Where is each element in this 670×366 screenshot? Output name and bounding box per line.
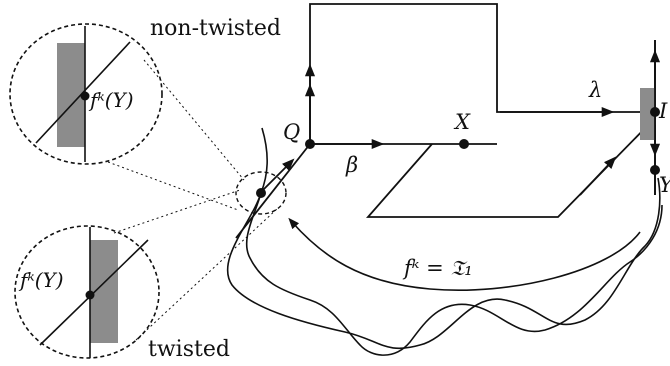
point-crossing: [256, 188, 266, 198]
label-beta: β: [345, 153, 358, 177]
zoom-circle-non-twisted: [9, 23, 163, 165]
label-twisted: twisted: [148, 337, 230, 362]
intersection-point-bottom: [85, 290, 95, 300]
label-non-twisted: non-twisted: [150, 16, 281, 41]
point-x: [459, 139, 469, 149]
point-y: [650, 165, 660, 175]
label-f-of-y-top: fᵏ(Y): [88, 88, 134, 112]
points: [256, 107, 660, 198]
label-q: Q: [283, 120, 300, 144]
label-map: fᵏ = 𝔗₁: [402, 256, 473, 280]
point-i: [650, 107, 660, 117]
diagonal-strand-bottom: [39, 239, 149, 346]
label-i: I: [658, 99, 668, 123]
zoom-circle-twisted: [14, 225, 160, 359]
label-f-of-y-bottom: fᵏ(Y): [18, 268, 64, 292]
intersection-point-top: [80, 91, 90, 101]
label-x: X: [453, 110, 471, 134]
shaded-band-right: [640, 88, 655, 140]
point-q: [305, 139, 315, 149]
local-neighborhood-circle: [235, 171, 287, 215]
label-y: Y: [659, 173, 670, 197]
wavy-curve: [226, 127, 663, 356]
projection-lines: [107, 59, 279, 341]
label-lambda: λ: [588, 78, 602, 102]
